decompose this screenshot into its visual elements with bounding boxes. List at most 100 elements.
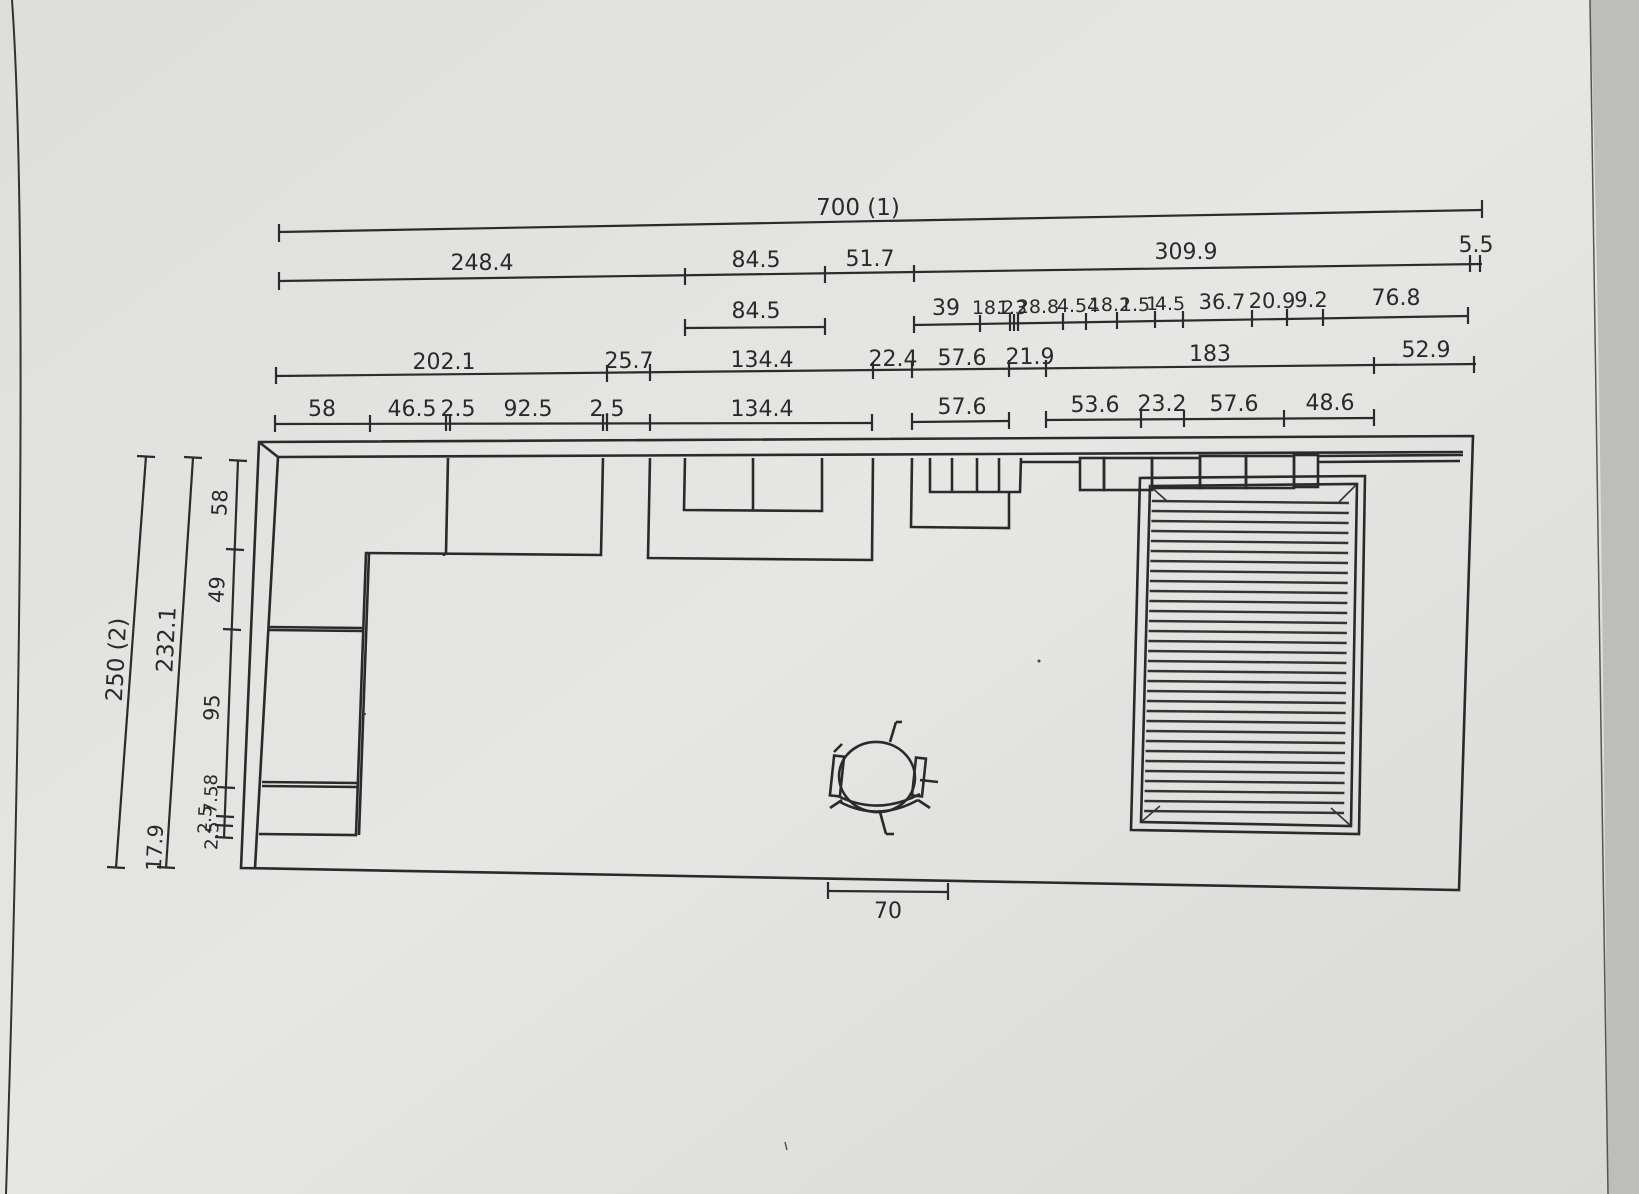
dim-left-bottom: 17.9 [142,824,168,872]
dim-row-3: 202.1 25.7 134.4 22.4 57.6 21.9 183 52.9 [274,338,1477,384]
dim-row-overall: 700 (1) [277,195,1484,242]
bed-slat [1147,689,1346,695]
dim-r2-j: 1 [1146,293,1158,315]
bed-slat [1146,729,1346,735]
dim-r4-d: 92.5 [504,397,553,422]
dim-left-seg5: 2.5 [194,805,216,835]
wall-units-right [1021,453,1464,492]
dim-r2-a: 84.5 [732,299,781,324]
dim-r2-f: 4.5 [1057,295,1087,317]
bed-slat [1149,589,1348,595]
bed-slat [1148,629,1347,635]
bed-slat [1149,599,1348,605]
l-desk [258,457,605,837]
bed-slat [1151,519,1349,525]
dim-r2-h: 18.2 [1089,294,1131,316]
dim-r2-n: 9.2 [1294,288,1327,312]
cabinet-small [909,457,1023,530]
bed-slat [1147,669,1347,675]
bed-slat [1144,779,1345,785]
dim-left-seg8: 8 [201,773,223,786]
cabinet-center [646,457,875,562]
bed-slat [1148,639,1347,645]
dim-left-seg7: 7.5 [200,785,222,815]
dim-r4-j: 57.6 [1210,392,1259,417]
dim-bottom-label: 70 [874,899,902,924]
bed-slat [1146,719,1346,725]
bed-slat [1147,679,1347,685]
dim-left-overall: 250 (2) [102,454,156,870]
dim-r2-g: 4 [1087,295,1099,317]
dim-r3-a: 202.1 [413,350,476,375]
bed-slat [1150,569,1348,575]
dim-r2-d: 1.3 [997,297,1027,319]
bed-slat [1145,769,1345,775]
paper-edge-right [1590,0,1639,1194]
bed-slat [1149,609,1348,615]
office-chair-icon [828,720,939,836]
dim-r2-k: 4.5 [1155,293,1185,315]
dim-r3-c: 134.4 [731,348,794,373]
bed-slats [1144,499,1349,815]
bed-slat [1150,549,1349,555]
dim-left-segments: 58 49 95 2.5 2.5 7.5 8 [194,458,248,851]
dim-r2-m: 20.9 [1249,289,1296,313]
dim-left-seg2: 49 [204,576,229,604]
dim-r2-l: 36.7 [1199,290,1246,314]
dim-left-seg3: 95 [199,694,224,722]
dim-r4-e: 2.5 [590,397,625,422]
bed-slat [1149,579,1348,585]
bed-slat [1151,509,1349,515]
dim-left-seg1: 58 [207,489,232,517]
dim-r1-b: 84.5 [732,248,781,273]
dim-row-1: 248.4 84.5 51.7 309.9 5.5 [277,233,1494,290]
dim-r4-g: 57.6 [938,395,987,420]
dim-r2-b: 39 [932,296,960,321]
dim-r4-b: 46.5 [388,397,437,422]
bed-slat [1146,709,1346,715]
dim-r4-h: 53.6 [1071,393,1120,418]
dim-row-4: 58 46.5 2.5 92.5 2.5 134.4 57.6 53.6 23.… [273,391,1376,432]
dim-r2-c: 18.2 [972,297,1014,319]
dim-r1-c: 51.7 [846,247,895,272]
dim-row-2: 84.5 39 18.2 1.3 28.8 4.5 4 18.2 1.5 1 4… [683,286,1470,336]
bed-slat [1148,619,1348,625]
dim-overall-width: 700 (1) [816,195,900,221]
bed-slat [1147,659,1347,665]
bed-slat [1145,759,1345,765]
bed-slat [1151,529,1349,535]
paper-edge-left [5,0,22,1194]
dim-r2-o: 76.8 [1372,286,1421,311]
room-walls [239,434,1475,892]
dim-left-seg4: 2.5 [201,821,223,851]
dim-r3-h: 52.9 [1402,338,1451,363]
dim-r3-g: 183 [1189,342,1231,367]
dim-r2-e: 28.8 [1017,296,1059,318]
bed-slat [1150,559,1348,565]
dim-r4-f: 134.4 [731,397,794,422]
dim-r3-f: 21.9 [1006,345,1055,370]
bed-slat [1145,739,1346,745]
bed-slat [1144,809,1345,815]
dim-inner-height: 232.1 [152,606,181,673]
dim-r4-a: 58 [308,397,336,422]
dim-bottom: 70 [826,882,950,924]
dim-r1-a: 248.4 [451,251,514,276]
dim-r4-k: 48.6 [1306,391,1355,416]
bed-slat [1144,789,1345,795]
bed-icon [1129,474,1367,836]
dim-left-inner: 232.1 17.9 [142,455,203,872]
dim-r2-i: 1.5 [1120,294,1150,316]
dim-overall-height: 250 (2) [102,617,132,702]
dim-r4-c: 2.5 [441,397,476,422]
dim-r4-i: 23.2 [1138,392,1187,417]
bed-slat [1150,539,1349,545]
dim-r3-d: 22.4 [869,347,918,372]
dim-r1-d: 309.9 [1155,240,1218,265]
bed-slat [1144,799,1345,805]
bed-slat [1151,499,1349,505]
bed-slat [1145,749,1346,755]
dim-r1-e: 5.5 [1459,233,1494,258]
